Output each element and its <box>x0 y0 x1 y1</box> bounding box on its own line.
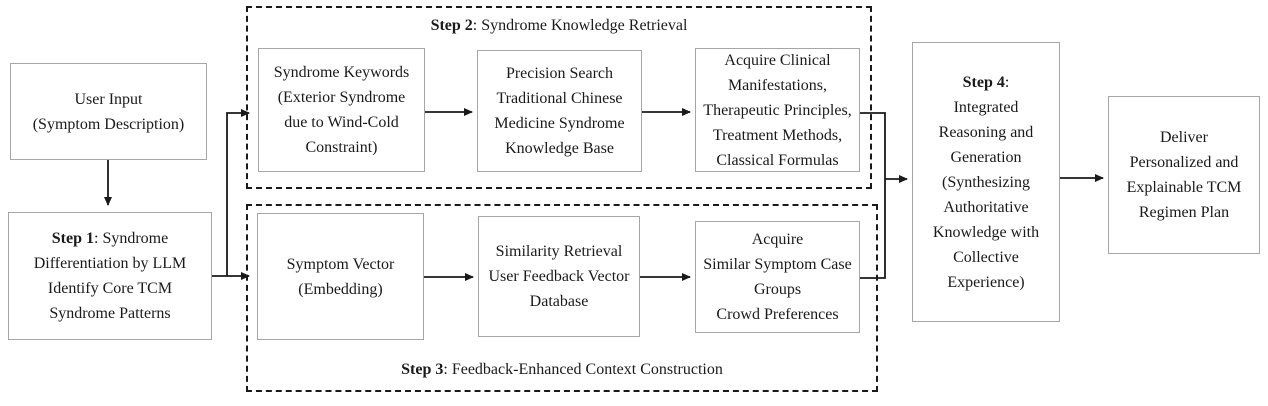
node-acquire-similar-cases-text: Acquire Similar Symptom Case Groups Crow… <box>703 231 852 323</box>
node-symptom-vector-text: Symptom Vector (Embedding) <box>286 255 395 298</box>
node-user-input-text: User Input (Symptom Description) <box>32 90 185 133</box>
node-precision-search-text: Precision Search Traditional Chinese Med… <box>494 65 625 157</box>
node-acquire-clinical: Acquire Clinical Manifestations, Therape… <box>695 48 860 172</box>
group-step2-label-bold: Step 2 <box>430 17 473 34</box>
group-step3-label-bold: Step 3 <box>401 361 444 378</box>
node-step4-text: Step 4: Integrated Reasoning and Generat… <box>929 70 1043 295</box>
node-step1-text-rest: : Syndrome Differentiation by LLM Identi… <box>33 230 187 322</box>
node-step4-text-rest: : Integrated Reasoning and Generation (S… <box>932 73 1040 291</box>
node-step1-text-bold: Step 1 <box>51 230 94 247</box>
connector-merge-right-rail <box>860 112 886 279</box>
node-deliver-regimen-plan: Deliver Personalized and Explainable TCM… <box>1108 96 1260 254</box>
group-step3-label-rest: : Feedback-Enhanced Context Construction <box>443 361 723 378</box>
node-step4-integrated-reasoning: Step 4: Integrated Reasoning and Generat… <box>912 42 1060 322</box>
node-syndrome-keywords: Syndrome Keywords (Exterior Syndrome due… <box>258 48 425 172</box>
node-similarity-retrieval-text: Similarity Retrieval User Feedback Vecto… <box>488 243 630 310</box>
group-step3-label: Step 3: Feedback-Enhanced Context Constr… <box>248 359 876 381</box>
node-acquire-clinical-text: Acquire Clinical Manifestations, Therape… <box>703 51 852 169</box>
group-step2-label: Step 2: Syndrome Knowledge Retrieval <box>248 15 870 37</box>
node-acquire-similar-cases: Acquire Similar Symptom Case Groups Crow… <box>695 221 860 333</box>
group-step2-label-rest: : Syndrome Knowledge Retrieval <box>472 17 688 34</box>
node-user-input: User Input (Symptom Description) <box>10 63 207 160</box>
node-precision-search: Precision Search Traditional Chinese Med… <box>477 50 642 172</box>
node-symptom-vector: Symptom Vector (Embedding) <box>257 213 424 340</box>
node-step4-text-bold: Step 4 <box>962 73 1005 91</box>
node-step1-text: Step 1: Syndrome Differentiation by LLM … <box>30 226 191 326</box>
node-similarity-retrieval: Similarity Retrieval User Feedback Vecto… <box>478 216 640 337</box>
arrow-step1-branch-to-step2-group <box>226 109 250 276</box>
group-step3-feedback-enhanced-context: Step 3: Feedback-Enhanced Context Constr… <box>246 204 878 392</box>
node-syndrome-keywords-text: Syndrome Keywords (Exterior Syndrome due… <box>273 64 410 156</box>
group-step2-syndrome-knowledge-retrieval: Step 2: Syndrome Knowledge Retrieval <box>246 6 872 189</box>
node-step1-syndrome-differentiation: Step 1: Syndrome Differentiation by LLM … <box>8 212 212 340</box>
node-deliver-regimen-plan-text: Deliver Personalized and Explainable TCM… <box>1126 129 1242 221</box>
